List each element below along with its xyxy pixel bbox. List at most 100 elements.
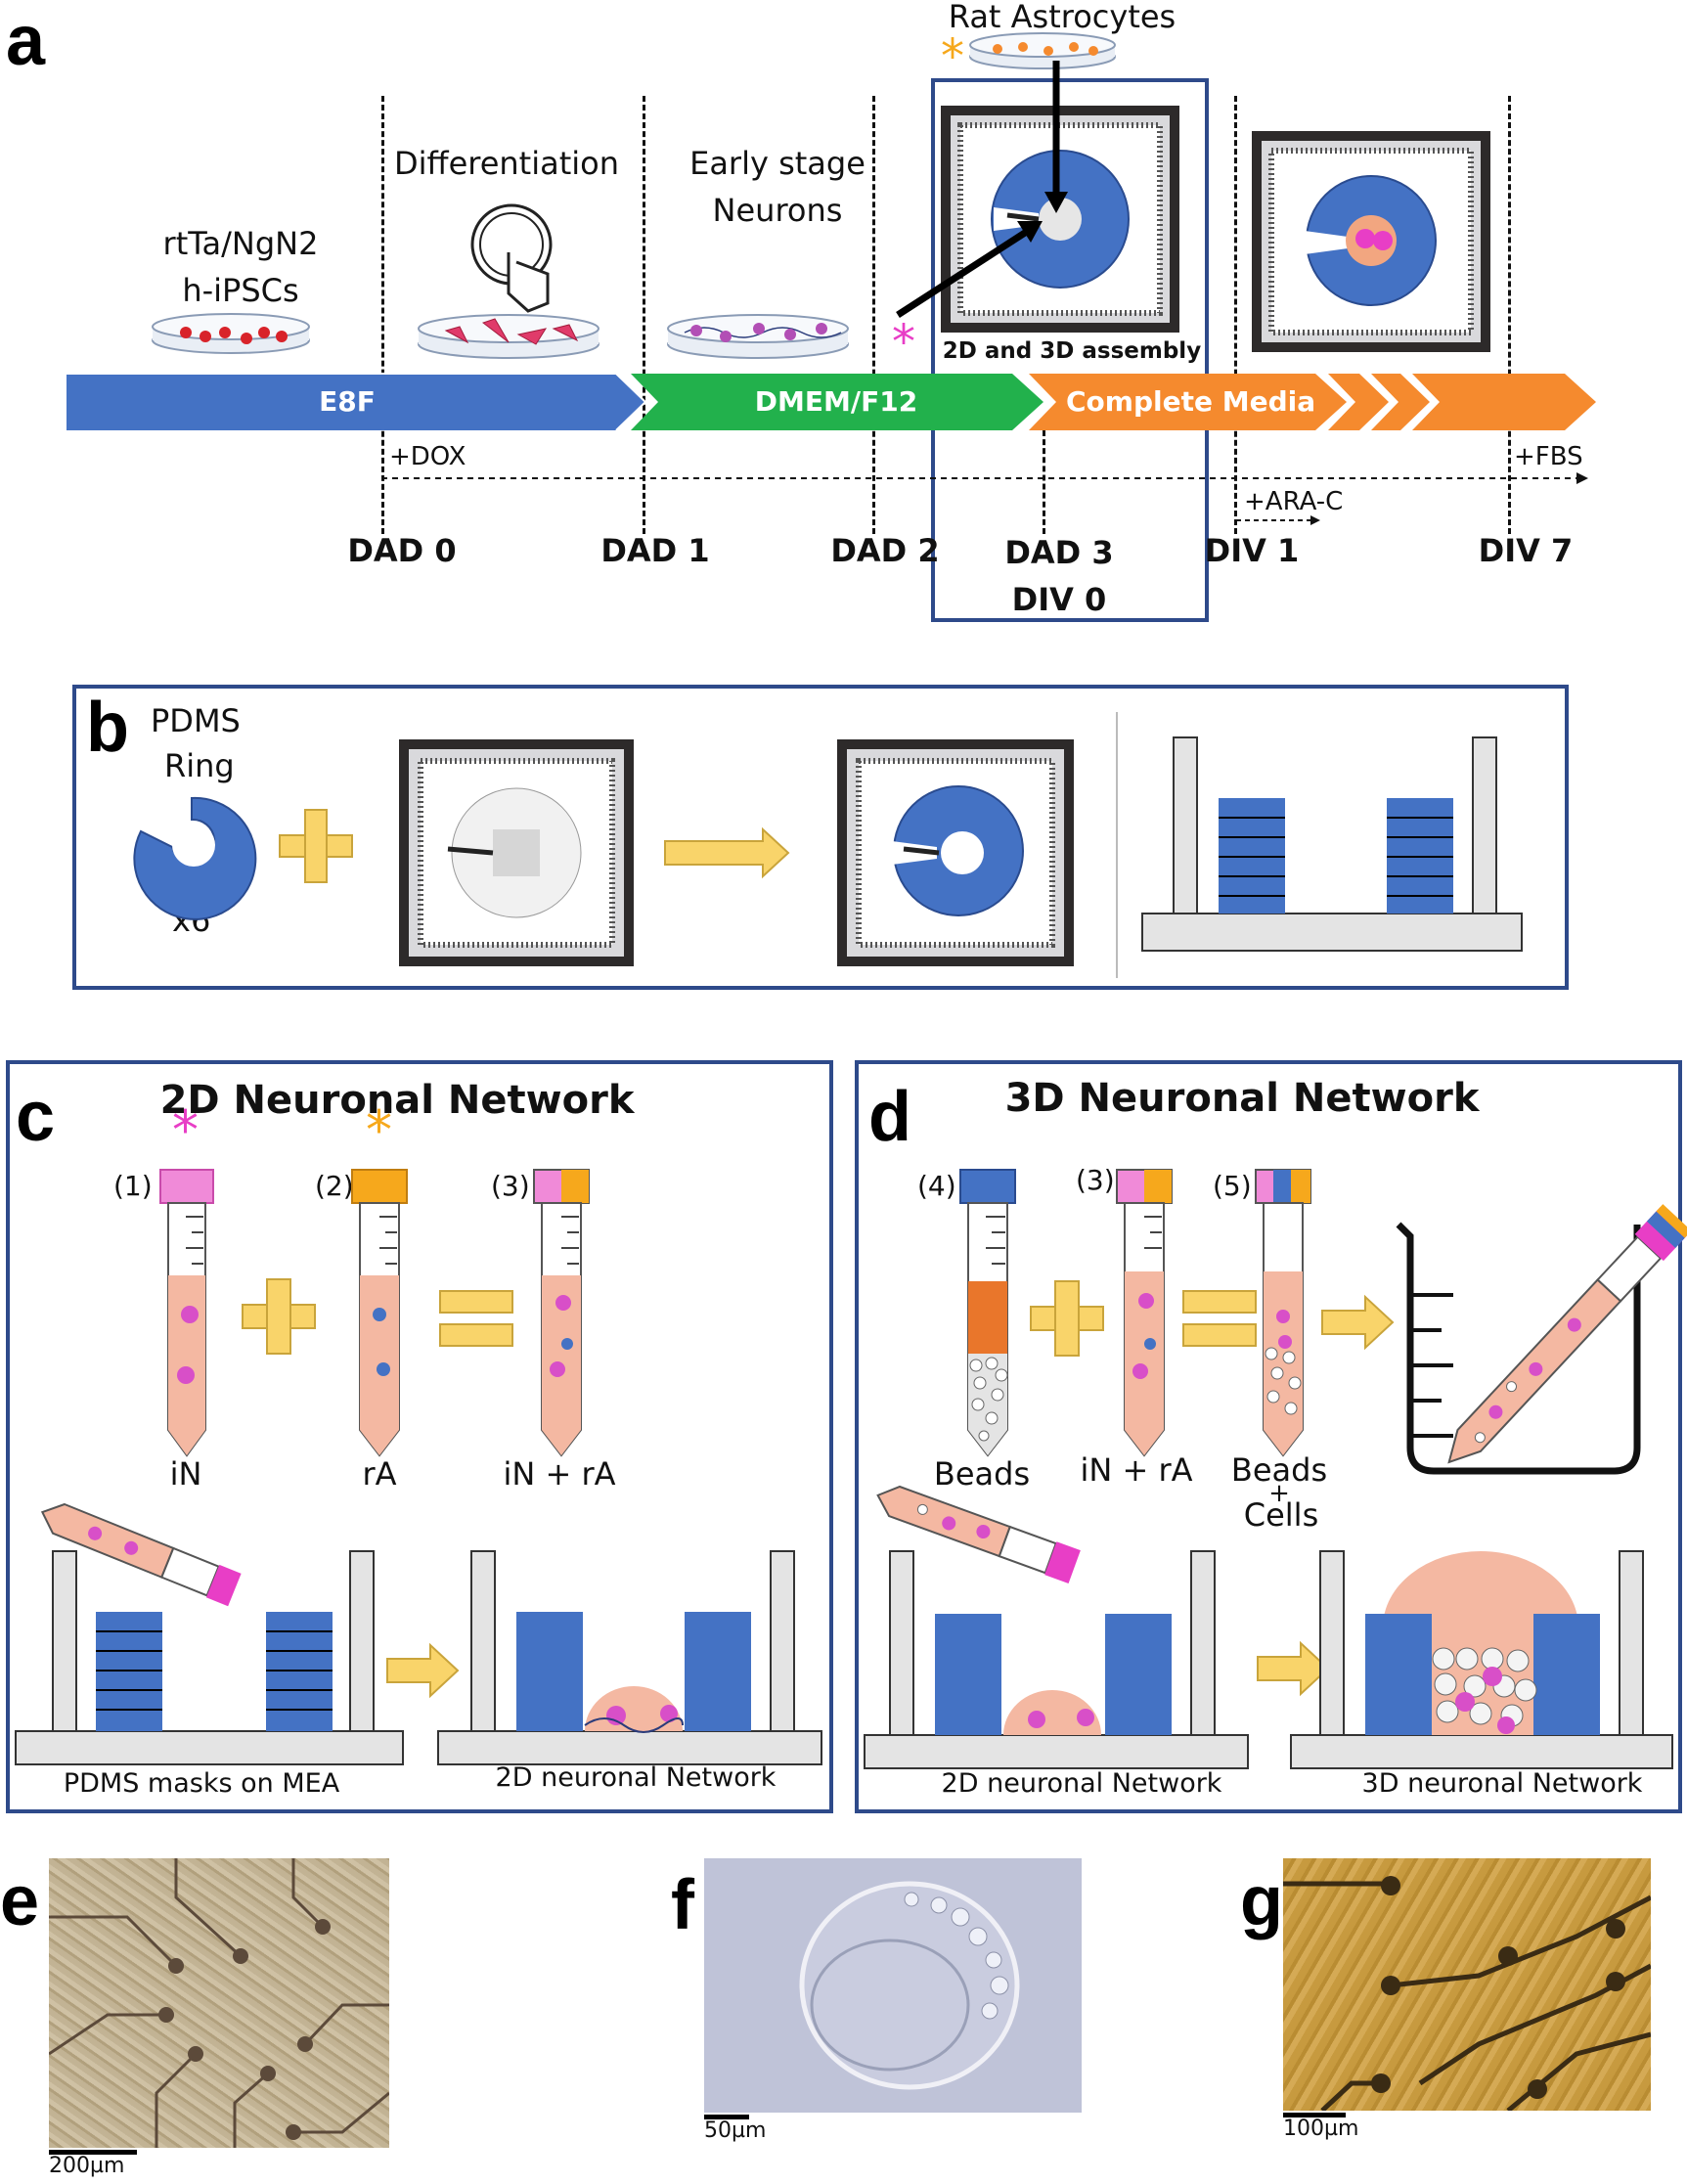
tube-3d-label: iN + rA xyxy=(1080,1451,1193,1489)
panel-a-letter: a xyxy=(6,2,46,80)
arac-label: +ARA-C xyxy=(1244,487,1344,516)
empty-mea-chip xyxy=(399,739,634,966)
differentiation-label: Differentiation xyxy=(393,145,620,182)
ips-label-line2: h-iPSCs xyxy=(182,272,299,309)
stage-label-dmem: DMEM/F12 xyxy=(754,385,918,418)
early-label-line2: Neurons xyxy=(712,192,843,229)
panel-b-letter: b xyxy=(86,689,129,767)
plus-icon-d xyxy=(1030,1280,1104,1357)
day-dad1: DAD 1 xyxy=(600,532,710,569)
pdms-label: PDMS xyxy=(151,702,241,739)
panel-f-letter: f xyxy=(671,1866,694,1944)
scale-text-g: 100µm xyxy=(1283,2117,1359,2141)
equals-icon-c xyxy=(439,1290,513,1347)
scale-bar-g xyxy=(1283,2113,1346,2117)
panel-c-caption-left: PDMS masks on MEA xyxy=(63,1768,340,1799)
stage-arrow-complete-1 xyxy=(1029,374,1347,430)
panel-e-letter: e xyxy=(0,1862,40,1940)
day-line-dad2 xyxy=(872,96,875,534)
tube-1-num: (1) xyxy=(113,1170,153,1202)
magenta-asterisk: * xyxy=(892,315,915,370)
dox-label: +DOX xyxy=(389,442,466,471)
day-dad0: DAD 0 xyxy=(347,532,457,569)
beads-cells-line2: + xyxy=(1268,1479,1290,1508)
mea-with-masks-c xyxy=(15,1502,404,1765)
tube-iN-rA xyxy=(533,1169,590,1457)
panel-d-drawings xyxy=(864,1169,1687,1769)
mea-2d-network-c xyxy=(437,1550,822,1765)
mea-chip-dad3 xyxy=(941,106,1179,333)
early-label-line1: Early stage xyxy=(689,145,866,182)
pdms-ring-icon xyxy=(133,796,257,920)
differentiation-dish xyxy=(418,314,599,359)
stage-arrow-dmem xyxy=(631,374,1043,430)
electrode-traces-g xyxy=(1283,1876,1651,2111)
ips-label-line1: rtTa/NgN2 xyxy=(162,225,319,262)
day-div7: DIV 7 xyxy=(1478,532,1574,569)
panel-d-caption-right: 3D neuronal Network xyxy=(1361,1768,1643,1799)
mea-3d-network xyxy=(1290,1550,1673,1769)
assembly-highlight-frame xyxy=(931,78,1209,622)
stage-arrow-complete-2 xyxy=(1328,374,1389,430)
panel-b-frame xyxy=(72,685,1569,990)
gold-asterisk-c: * xyxy=(366,1099,392,1161)
tube-3-num: (3) xyxy=(491,1170,530,1202)
panel-d-letter: d xyxy=(868,1078,911,1156)
tube-5-num: (5) xyxy=(1213,1170,1252,1202)
day-div0: DIV 0 xyxy=(1011,581,1107,618)
magenta-asterisk-c: * xyxy=(172,1099,199,1161)
equals-icon-d xyxy=(1182,1290,1257,1347)
stage-arrows xyxy=(67,373,1596,431)
gold-asterisk: * xyxy=(941,29,964,84)
scale-bar-f xyxy=(704,2115,749,2119)
day-line-div1 xyxy=(1234,96,1237,534)
electrode-traces-e xyxy=(49,1858,389,2148)
day-line-dad0 xyxy=(381,96,384,534)
arrow-right-icon-d1 xyxy=(1321,1294,1395,1351)
early-neurons-dish xyxy=(667,314,849,359)
panel-b-drawings xyxy=(133,712,1523,978)
stage-arrow-complete-4 xyxy=(1412,374,1596,430)
day-line-dad3 xyxy=(1043,430,1045,534)
panel-d-caption-left: 2D neuronal Network xyxy=(941,1768,1222,1799)
day-dad3: DAD 3 xyxy=(1004,534,1114,571)
tube-3d-num: (3) xyxy=(1076,1164,1115,1196)
chip-with-ring xyxy=(837,739,1074,966)
plus-icon-c xyxy=(242,1278,316,1355)
tube-iN-rA-d xyxy=(1116,1169,1173,1457)
scale-text-f: 50µm xyxy=(704,2118,767,2143)
panel-c-caption-right: 2D neuronal Network xyxy=(495,1762,777,1793)
tube-beads-cells xyxy=(1255,1169,1311,1457)
day-dad2: DAD 2 xyxy=(830,532,940,569)
ring-label: Ring xyxy=(164,747,235,784)
panel-c-title: 2D Neuronal Network xyxy=(159,1078,635,1123)
panel-a-drawings: * * xyxy=(152,29,1490,370)
tube-rA xyxy=(351,1169,408,1457)
tube-iN xyxy=(159,1169,214,1457)
arrow-right-icon xyxy=(664,826,790,879)
start-button-drawing xyxy=(470,203,553,313)
day-line-div7 xyxy=(1508,96,1511,534)
beads-label: Beads xyxy=(933,1455,1031,1493)
ipsc-dish xyxy=(152,313,310,354)
scale-text-e: 200µm xyxy=(49,2154,125,2178)
panel-d-frame xyxy=(855,1060,1682,1813)
stage-label-e8f: E8F xyxy=(319,385,376,418)
tube-1-label: iN xyxy=(169,1455,202,1493)
scale-bar-e xyxy=(49,2150,137,2155)
treatment-timeline xyxy=(381,472,1588,525)
rat-astrocyte-dish xyxy=(969,32,1116,69)
tube-3-label: iN + rA xyxy=(503,1455,616,1493)
tube-4-num: (4) xyxy=(917,1170,956,1202)
fbs-label: +FBS xyxy=(1514,442,1583,471)
mea-photo-e xyxy=(49,1858,389,2148)
beads-cells-line1: Beads xyxy=(1230,1451,1328,1489)
plus-icon xyxy=(279,809,353,883)
beads-cells-line3: Cells xyxy=(1243,1496,1319,1534)
panel-c-letter: c xyxy=(16,1078,56,1156)
stage-arrow-complete-3 xyxy=(1371,374,1430,430)
arrow-right-icon-d2 xyxy=(1257,1640,1330,1697)
rat-astrocytes-label: Rat Astrocytes xyxy=(948,0,1176,35)
tube-beads xyxy=(959,1169,1016,1457)
mea-side-view xyxy=(1141,736,1523,952)
